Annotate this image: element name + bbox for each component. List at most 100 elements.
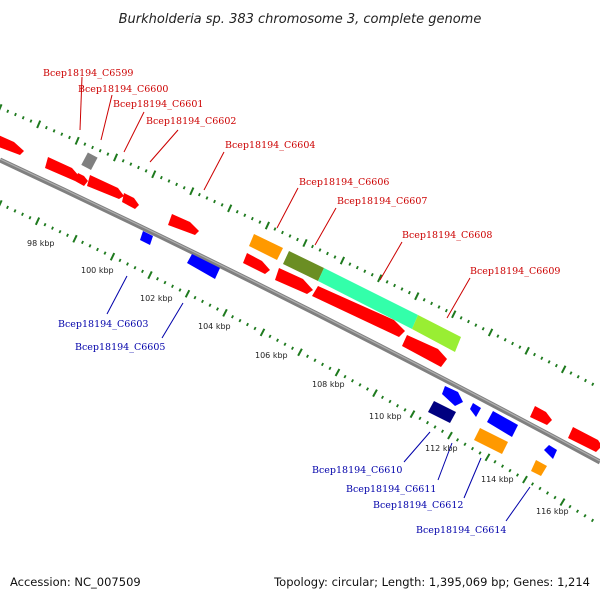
gene-arrow[interactable] xyxy=(568,427,600,452)
ring-dot xyxy=(583,514,587,518)
ring-dot xyxy=(554,363,558,368)
ring-dot xyxy=(377,274,383,283)
ring-dot xyxy=(437,305,441,309)
gene-arrow[interactable] xyxy=(87,175,124,199)
genome-summary: Topology: circular; Length: 1,395,069 bp… xyxy=(273,575,590,589)
ring-dot xyxy=(418,416,422,421)
gene-arrow[interactable] xyxy=(0,134,24,155)
ring-dot xyxy=(66,233,69,237)
ring-dot xyxy=(189,187,195,196)
gene-arrow[interactable] xyxy=(45,157,79,181)
gene-arrow[interactable] xyxy=(544,445,557,459)
ring-dot xyxy=(44,125,48,130)
ring-dot xyxy=(575,509,580,513)
forward-gene-label[interactable]: Bcep18194_C6600 xyxy=(78,84,168,95)
gene-arrow[interactable] xyxy=(402,335,447,367)
reverse-gene-label[interactable]: Bcep18194_C6614 xyxy=(416,525,506,536)
forward-gene-label[interactable]: Bcep18194_C6607 xyxy=(337,196,427,207)
ring-dot xyxy=(103,251,107,255)
chromosome-backbone xyxy=(0,157,600,465)
forward-gene-label[interactable]: Bcep18194_C6604 xyxy=(225,140,315,151)
gene-arrow[interactable] xyxy=(140,231,153,245)
ring-dot xyxy=(568,504,572,509)
gene-box[interactable] xyxy=(283,251,324,281)
ring-dot xyxy=(288,234,292,238)
gene-arrow[interactable] xyxy=(470,403,481,417)
gene-box[interactable] xyxy=(81,152,98,170)
ring-dot xyxy=(297,348,303,357)
ring-dot xyxy=(591,382,595,386)
ring-dot xyxy=(515,473,520,477)
gene-arrow[interactable] xyxy=(530,406,552,425)
gene-box[interactable] xyxy=(412,315,461,352)
ring-dot xyxy=(231,315,234,319)
ring-dot xyxy=(113,153,119,162)
ring-dot xyxy=(197,192,201,197)
gene-box[interactable] xyxy=(249,234,283,260)
ring-dot xyxy=(400,287,404,291)
ring-dot xyxy=(193,295,197,300)
gene-arrow[interactable] xyxy=(312,286,405,337)
ring-dot xyxy=(348,262,352,266)
ring-dot xyxy=(518,345,522,349)
gene-arrow[interactable] xyxy=(187,254,220,279)
gene-arrow[interactable] xyxy=(487,411,518,437)
gene-box[interactable] xyxy=(318,268,418,329)
reverse-gene-label[interactable]: Bcep18194_C6612 xyxy=(373,500,463,511)
ring-dot xyxy=(372,389,378,398)
ring-dot xyxy=(258,220,262,224)
chromosome-backbone-highlight xyxy=(0,158,600,462)
ring-dot xyxy=(311,244,314,249)
forward-gene-label[interactable]: Bcep18194_C6599 xyxy=(43,68,133,79)
forward-gene-label[interactable]: Bcep18194_C6609 xyxy=(470,266,560,277)
forward-gene-label[interactable]: Bcep18194_C6602 xyxy=(146,116,236,127)
ring-dot xyxy=(159,175,163,180)
gene-arrow[interactable] xyxy=(275,268,313,294)
ring-dot xyxy=(175,182,179,187)
ring-dot xyxy=(21,212,24,217)
gene-box[interactable] xyxy=(474,428,508,454)
ring-dot xyxy=(68,135,71,140)
leader-lines xyxy=(79,76,471,319)
ring-dot xyxy=(414,292,420,301)
gene-arrow[interactable] xyxy=(428,401,456,423)
ring-dot xyxy=(296,237,299,242)
ring-dot xyxy=(144,169,148,173)
forward-gene-label[interactable]: Bcep18194_C6606 xyxy=(299,177,389,188)
gene-arrow[interactable] xyxy=(75,173,88,186)
ring-dot xyxy=(388,399,392,404)
ring-dot xyxy=(584,378,587,383)
gene-box[interactable] xyxy=(531,460,547,476)
gene-arrow[interactable] xyxy=(442,386,463,406)
ring-dot xyxy=(167,179,171,183)
ring-dot xyxy=(96,247,99,252)
ring-dot xyxy=(569,371,573,375)
inner-dotted-ring xyxy=(0,199,595,523)
ring-dot xyxy=(216,307,219,311)
reverse-gene-label[interactable]: Bcep18194_C6611 xyxy=(346,484,436,495)
ring-dot xyxy=(350,378,355,383)
ring-dot xyxy=(106,152,110,156)
gene-arrow[interactable] xyxy=(243,253,270,274)
ring-dot xyxy=(137,165,140,170)
gene-arrow[interactable] xyxy=(122,193,139,209)
ring-dot xyxy=(576,375,580,379)
ring-dot xyxy=(305,354,310,359)
ring-dot xyxy=(320,362,325,367)
ring-dot xyxy=(474,323,478,327)
ring-dot xyxy=(58,229,62,234)
reverse-gene-label[interactable]: Bcep18194_C6603 xyxy=(58,319,148,330)
ring-dot xyxy=(246,322,249,327)
forward-gene-label[interactable]: Bcep18194_C6608 xyxy=(402,230,492,241)
accession-text: Accession: NC_007509 xyxy=(10,575,141,589)
forward-gene-label[interactable]: Bcep18194_C6601 xyxy=(113,99,203,110)
ring-dot xyxy=(276,338,279,343)
reverse-gene-label[interactable]: Bcep18194_C6605 xyxy=(75,342,165,353)
gene-features xyxy=(0,134,600,476)
gene-arrow[interactable] xyxy=(168,214,199,235)
reverse-gene-label[interactable]: Bcep18194_C6610 xyxy=(312,465,402,476)
ring-dot xyxy=(273,227,277,231)
ring-dot xyxy=(151,170,157,179)
ring-dot xyxy=(264,221,271,230)
